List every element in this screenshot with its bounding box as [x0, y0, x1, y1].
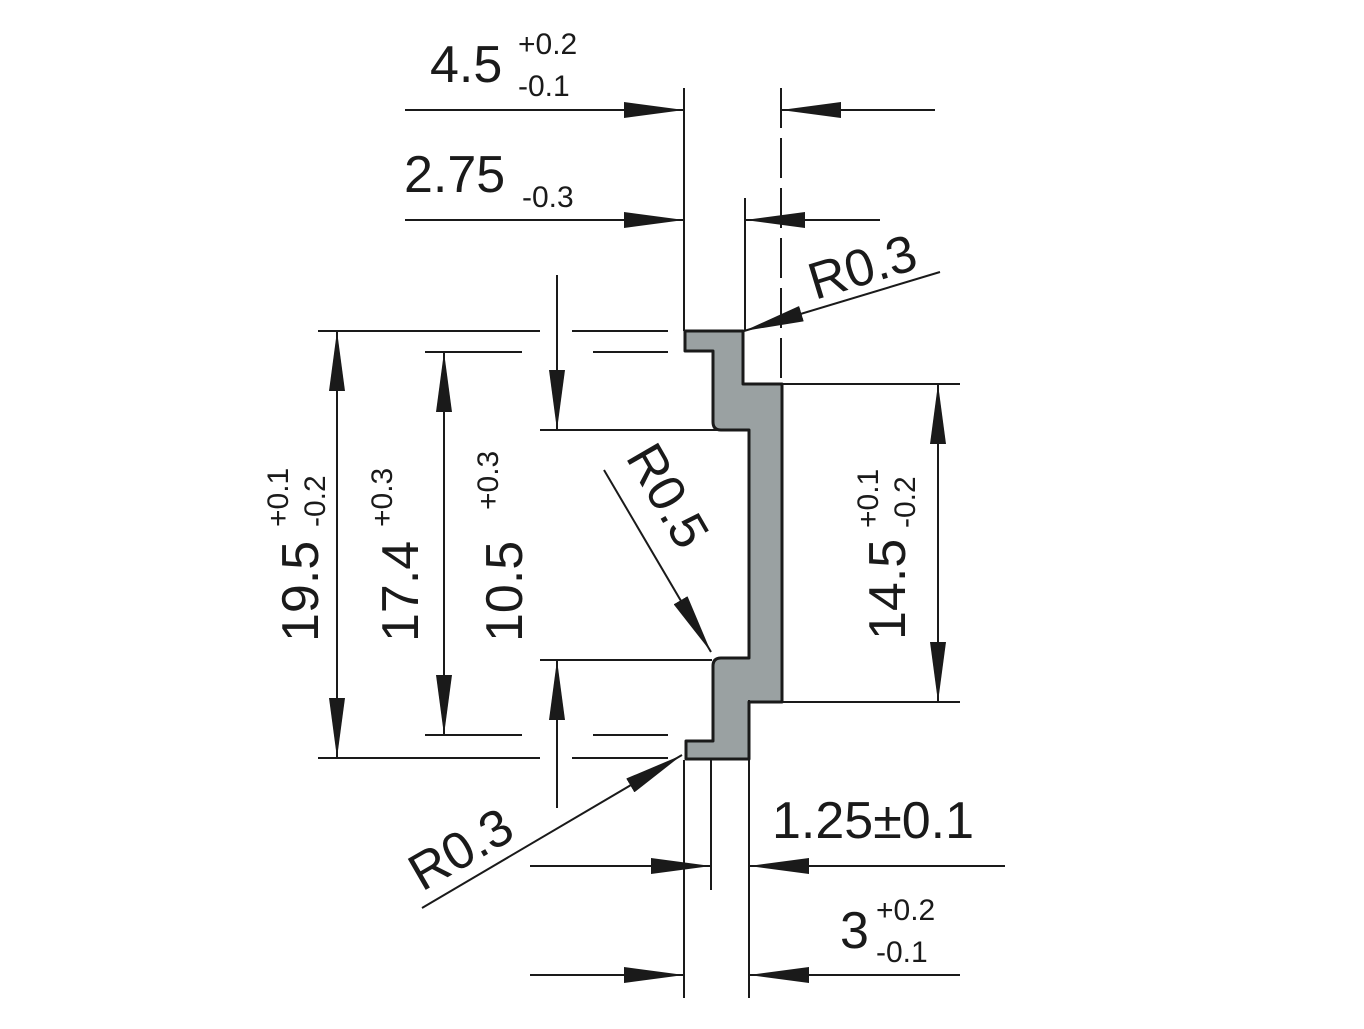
dim-19-5-base: 19.5	[272, 541, 330, 642]
dim-3-lower: -0.1	[876, 936, 928, 969]
dim-4-5-base: 4.5	[430, 36, 502, 94]
dim-19-5-upper: +0.1	[262, 468, 295, 527]
leader-r05	[603, 469, 712, 653]
dim-14-5-lower: -0.2	[889, 476, 922, 528]
dim-19-5-lower: -0.2	[299, 475, 332, 527]
radius-bottom-label: R0.3	[399, 797, 523, 902]
dim-10-5-upper: +0.3	[472, 451, 505, 510]
dim-4-5-lower: -0.1	[518, 70, 570, 103]
dim-2-75-base: 2.75	[404, 146, 505, 204]
rail-profile	[683, 329, 784, 761]
dim-3-base: 3	[840, 902, 869, 960]
dim-14-5-base: 14.5	[859, 539, 917, 640]
leader-r03-bottom	[421, 754, 683, 909]
dim-3-upper: +0.2	[876, 894, 935, 927]
radius-top-label: R0.3	[802, 224, 924, 312]
dim-2-75-lower: -0.3	[522, 181, 574, 214]
dim-4-5-upper: +0.2	[518, 28, 577, 61]
radius-mid-label: R0.5	[615, 434, 720, 558]
dim-1-25-label: 1.25±0.1	[772, 792, 974, 850]
dim-10-5-base: 10.5	[476, 541, 534, 642]
dim-17-4-base: 17.4	[372, 541, 430, 642]
dim-14-5-upper: +0.1	[852, 469, 885, 528]
leader-r03-top	[743, 271, 941, 332]
dim-17-4-upper: +0.3	[366, 468, 399, 527]
